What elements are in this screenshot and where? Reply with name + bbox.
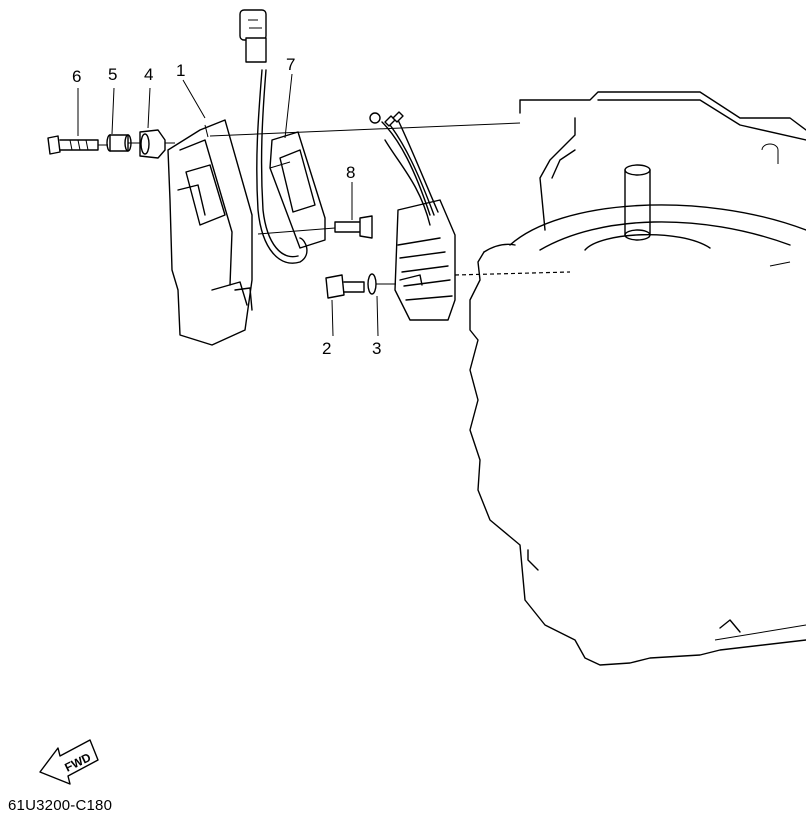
callout-3: 3 <box>372 339 381 358</box>
part-8-screw <box>334 215 373 239</box>
callout-7: 7 <box>286 55 295 74</box>
callout-labels: 6 5 4 1 7 8 2 3 <box>72 55 381 358</box>
part-2-bolt <box>325 274 365 299</box>
part-5-collar <box>106 134 132 152</box>
part-1-cdi-unit <box>167 119 253 346</box>
callout-8: 8 <box>346 163 355 182</box>
drawing-code: 61U3200-C180 <box>8 797 113 814</box>
fwd-arrow-icon: FWD <box>39 739 99 785</box>
callout-6: 6 <box>72 67 81 86</box>
part-6-bolt <box>47 135 99 155</box>
part-3-washer <box>367 273 377 295</box>
part-4-grommet <box>139 129 166 159</box>
part-7-harness <box>239 9 326 264</box>
regulator-assembly <box>369 111 456 321</box>
callout-5: 5 <box>108 65 117 84</box>
callout-1: 1 <box>176 61 185 80</box>
callout-2: 2 <box>322 339 331 358</box>
callout-4: 4 <box>144 65 153 84</box>
engine-block <box>469 91 806 666</box>
assembly-lines <box>77 73 571 337</box>
